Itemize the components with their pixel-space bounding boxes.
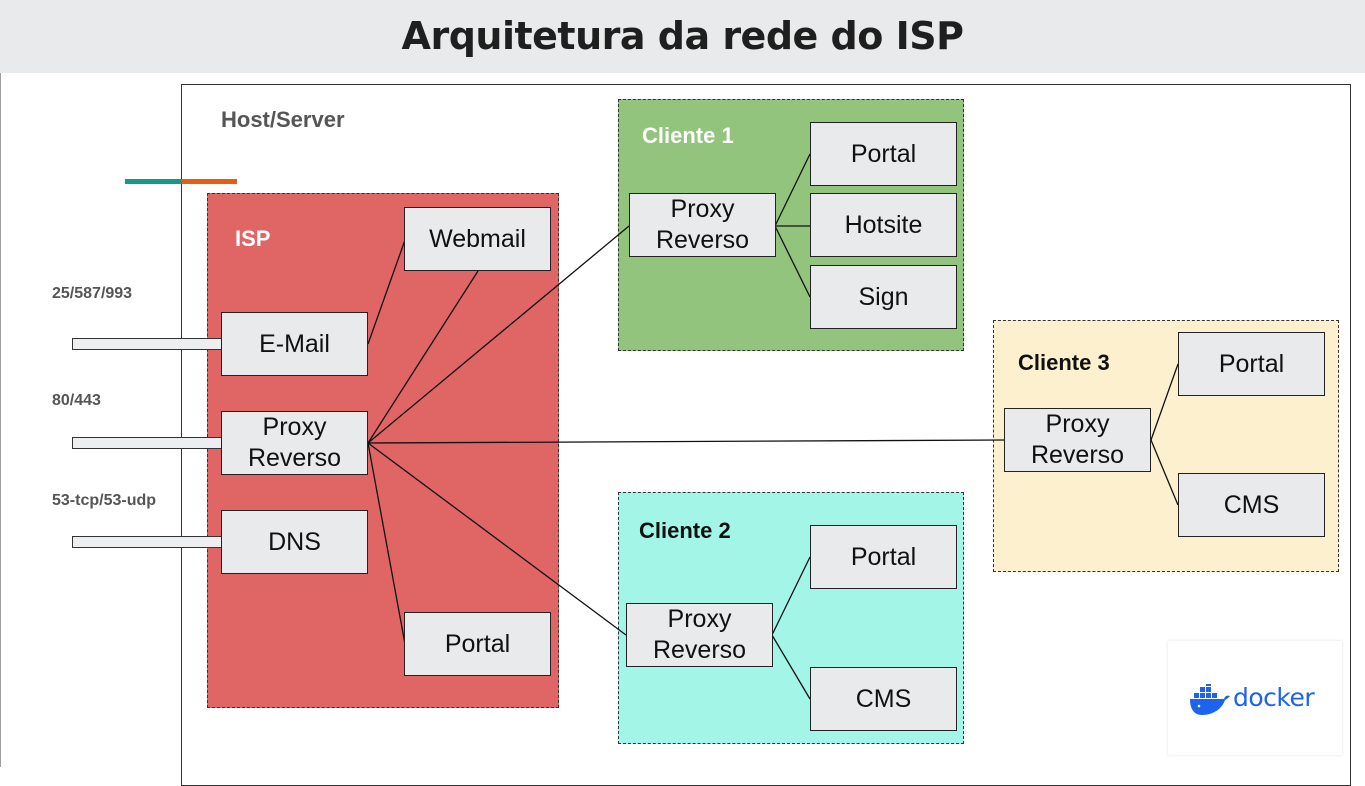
link-proxy-cliente1: [367, 225, 630, 444]
cliente1-proxy-node: Proxy Reverso: [629, 193, 776, 257]
dns-port-label: 53-tcp/53-udp: [52, 492, 157, 509]
cliente1-group-label: Cliente 1: [642, 123, 734, 148]
connection-lines: [367, 153, 1179, 700]
cliente2-proxy-node: Proxy Reverso: [626, 603, 773, 667]
isp-group-label: ISP: [235, 226, 271, 251]
link-c3-portal: [1150, 363, 1179, 441]
cliente3-cms-node: CMS: [1178, 473, 1325, 537]
docker-logo-text: docker: [1233, 683, 1315, 712]
link-c2-cms: [771, 634, 811, 700]
link-c3-cms: [1150, 439, 1179, 506]
link-proxy-cliente3: [367, 439, 1006, 444]
left-edge-line: [0, 73, 1, 767]
host-server-label: Host/Server: [221, 107, 345, 132]
isp-email-node: E-Mail: [221, 312, 368, 376]
cliente2-portal-node: Portal: [810, 525, 957, 589]
docker-whale-icon: [1190, 684, 1230, 715]
web-port-label: 80/443: [52, 392, 101, 409]
link-c2-portal: [771, 556, 811, 636]
cliente1-hotsite-node: Hotsite: [810, 193, 957, 257]
link-c1-portal: [774, 153, 811, 227]
isp-proxy-node: Proxy Reverso: [221, 411, 368, 475]
cliente3-portal-node: Portal: [1178, 332, 1325, 396]
isp-dns-node: DNS: [221, 510, 368, 574]
cliente1-portal-node: Portal: [810, 122, 957, 186]
email-port-label: 25/587/993: [52, 285, 133, 302]
title-bar: [0, 0, 1365, 73]
link-proxy-cliente2: [367, 442, 627, 636]
isp-webmail-node: Webmail: [404, 207, 551, 271]
cliente2-group-label: Cliente 2: [639, 518, 731, 543]
link-proxy-webmail: [367, 270, 479, 444]
cliente2-cms-node: CMS: [810, 667, 957, 731]
accent-line-orange: [182, 179, 237, 184]
cliente1-sign-node: Sign: [810, 265, 957, 329]
link-email-webmail: [367, 239, 406, 345]
accent-line-teal: [125, 179, 182, 184]
cliente3-group-label: Cliente 3: [1018, 350, 1110, 375]
cliente3-proxy-node: Proxy Reverso: [1004, 408, 1151, 472]
page-title: Arquitetura da rede do ISP: [401, 14, 964, 58]
link-proxy-isp-portal: [367, 442, 406, 645]
link-c1-sign: [774, 225, 811, 298]
isp-portal-node: Portal: [404, 612, 551, 676]
